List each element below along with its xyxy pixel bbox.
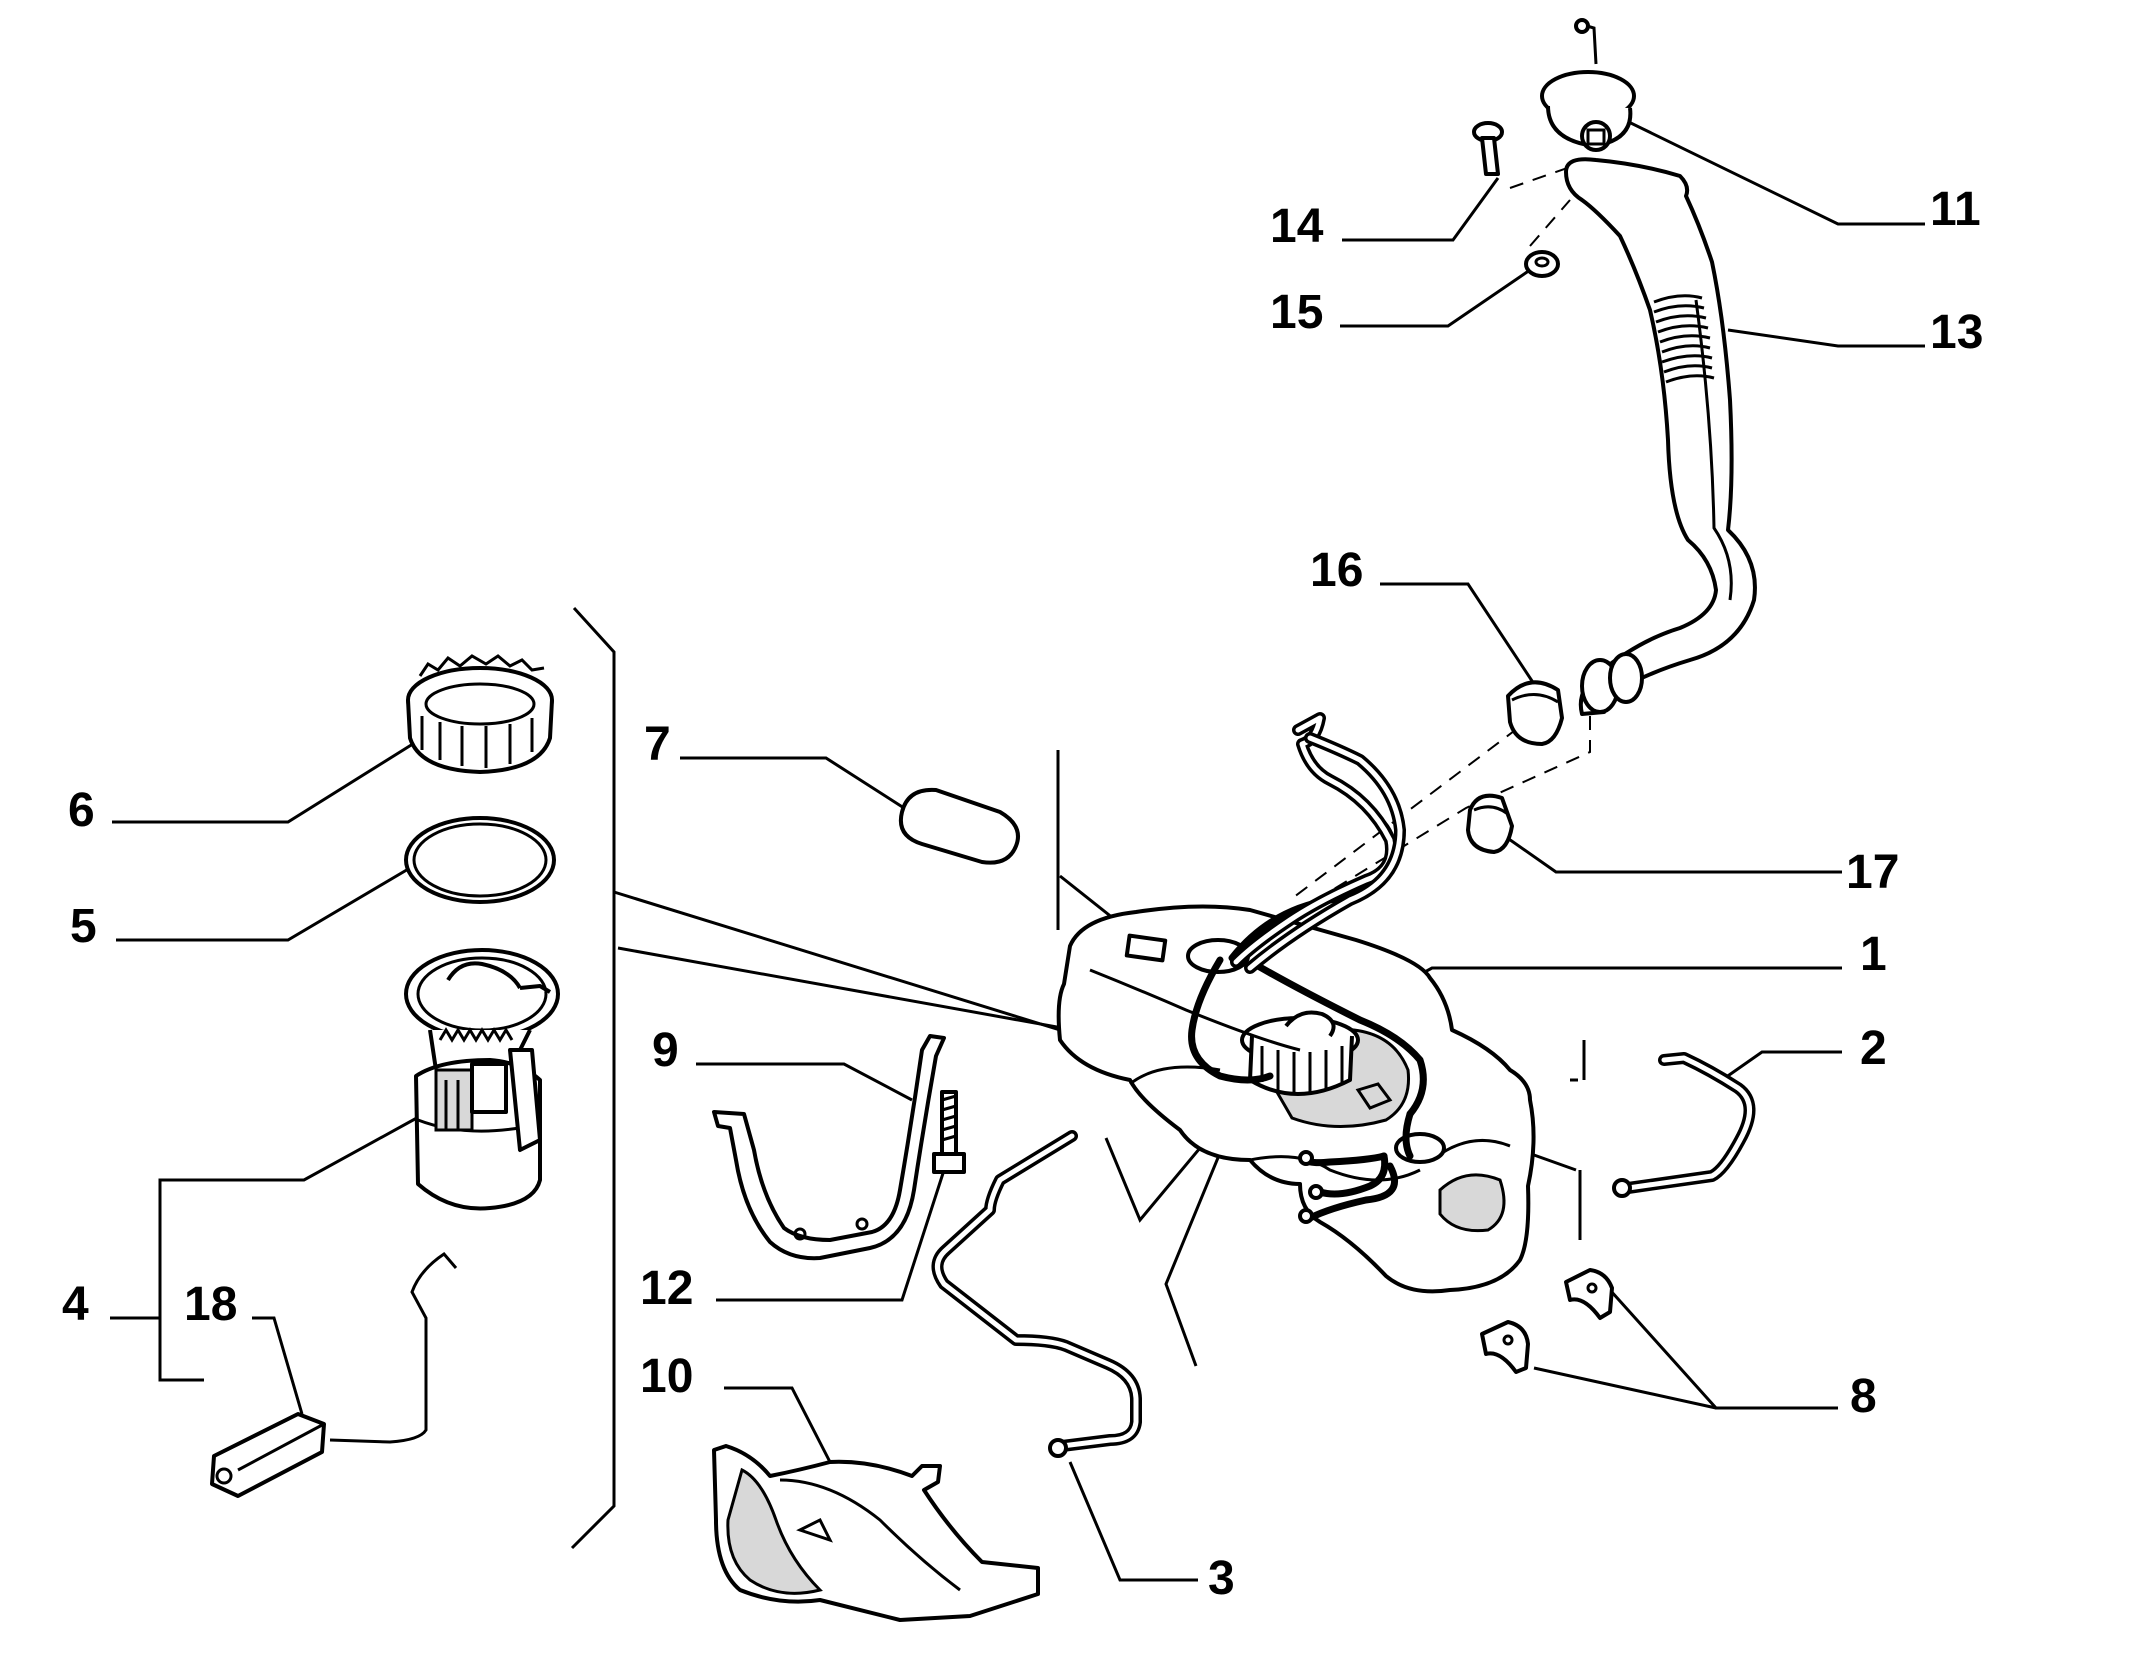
part-hose-clamp-16 <box>1506 680 1564 746</box>
callout-2: 2 <box>1860 1022 1887 1075</box>
part-nut <box>1524 250 1560 278</box>
leader-8b <box>1533 1366 1717 1410</box>
leader-7 <box>680 756 905 810</box>
leader-1 <box>1391 966 1842 992</box>
leader-6 <box>112 740 417 824</box>
callout-labels: 11 13 14 15 16 17 1 2 8 3 12 9 10 7 6 5 … <box>62 183 1983 1605</box>
callout-3: 3 <box>1208 1552 1235 1605</box>
part-pipe-2 <box>1612 1052 1756 1198</box>
part-heat-shield <box>712 1444 1040 1622</box>
leader-15 <box>1340 268 1531 328</box>
part-hose-clamp-17 <box>1466 793 1514 854</box>
part-bolt <box>932 1090 966 1174</box>
callout-6: 6 <box>68 784 95 837</box>
leader-17 <box>1495 828 1842 874</box>
dash-filler-3 <box>1289 716 1591 917</box>
leader-2 <box>1721 1050 1842 1082</box>
part-level-sender <box>210 1252 458 1498</box>
callout-17: 17 <box>1846 846 1899 899</box>
dash-filler-2 <box>1529 199 1571 247</box>
leader-11 <box>1599 106 1925 226</box>
callout-8: 8 <box>1850 1370 1877 1423</box>
leader-13 <box>1727 328 1925 348</box>
section-line-mid <box>613 890 1061 1032</box>
leader-9 <box>696 1062 913 1102</box>
part-clips <box>1480 1268 1614 1374</box>
part-pipe-3 <box>931 1130 1142 1458</box>
leader-12 <box>716 1163 948 1302</box>
callout-12: 12 <box>640 1262 693 1315</box>
callout-1: 1 <box>1860 928 1887 981</box>
part-filler-neck <box>1564 157 1757 716</box>
callout-16: 16 <box>1310 544 1363 597</box>
leader-10 <box>724 1386 832 1463</box>
part-ring-nut <box>406 654 554 774</box>
leader-lines <box>110 106 1925 1582</box>
part-filler-cap <box>1540 18 1636 152</box>
part-seal-ring <box>404 816 556 904</box>
callout-11: 11 <box>1930 183 1981 236</box>
part-fuel-tank <box>1056 904 1536 1294</box>
part-fuel-pump-module <box>404 948 560 1211</box>
part-cover-pad <box>899 787 1020 865</box>
callout-13: 13 <box>1930 306 1983 359</box>
leader-3 <box>1068 1461 1198 1582</box>
leader-5 <box>116 866 411 942</box>
section-line-left <box>570 606 616 1550</box>
callout-15: 15 <box>1270 286 1323 339</box>
callout-7: 7 <box>644 718 671 771</box>
callout-5: 5 <box>70 900 97 953</box>
callout-9: 9 <box>652 1024 679 1077</box>
leader-4-bracket <box>158 1112 425 1382</box>
tank-vent-tubes <box>1230 712 1406 974</box>
callout-10: 10 <box>640 1350 693 1403</box>
leader-18 <box>252 1316 304 1415</box>
leader-8 <box>1608 1288 1838 1410</box>
alignment-lines <box>1289 159 1591 917</box>
callout-14: 14 <box>1270 200 1324 253</box>
callout-18: 18 <box>184 1278 237 1331</box>
leader-14 <box>1342 177 1500 242</box>
part-tank-strap <box>712 1034 946 1261</box>
part-screw <box>1472 121 1504 176</box>
leader-16 <box>1380 582 1540 691</box>
callout-4: 4 <box>62 1278 89 1331</box>
